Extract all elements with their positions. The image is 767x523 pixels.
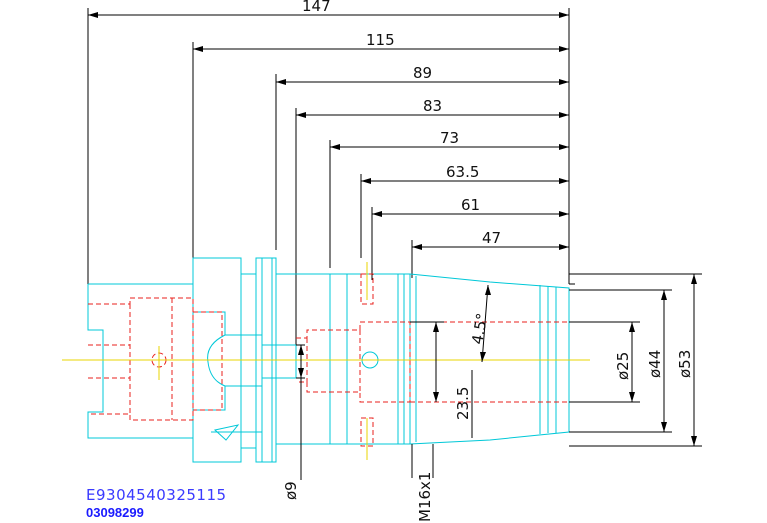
dim-angle: 4.5° [468, 312, 491, 346]
dim-23-5: 23.5 [454, 387, 472, 420]
dim-63-5: 63.5 [446, 163, 479, 181]
dim-89: 89 [413, 64, 432, 82]
dim-61: 61 [461, 196, 480, 214]
dim-dia-9: ø9 [282, 481, 300, 500]
dim-83: 83 [423, 97, 442, 115]
dim-147: 147 [302, 0, 331, 15]
dim-dia-25: ø25 [614, 352, 632, 380]
diameter-dimensions: ø25 ø44 ø53 [569, 273, 702, 447]
order-code-label: 03098299 [86, 505, 144, 520]
length-dimensions: 147 115 89 83 73 63.5 61 47 [87, 0, 575, 350]
part-code-label: E9304540325115 [86, 486, 227, 504]
dim-dia-44: ø44 [646, 350, 664, 378]
misc-dimensions: 4.5° 23.5 ø9 M16x1 [282, 284, 491, 522]
dim-115: 115 [366, 31, 395, 49]
dim-47: 47 [482, 229, 501, 247]
dim-dia-53: ø53 [676, 350, 694, 378]
dim-thread: M16x1 [416, 472, 434, 522]
centerlines [62, 262, 590, 460]
dim-73: 73 [440, 129, 459, 147]
